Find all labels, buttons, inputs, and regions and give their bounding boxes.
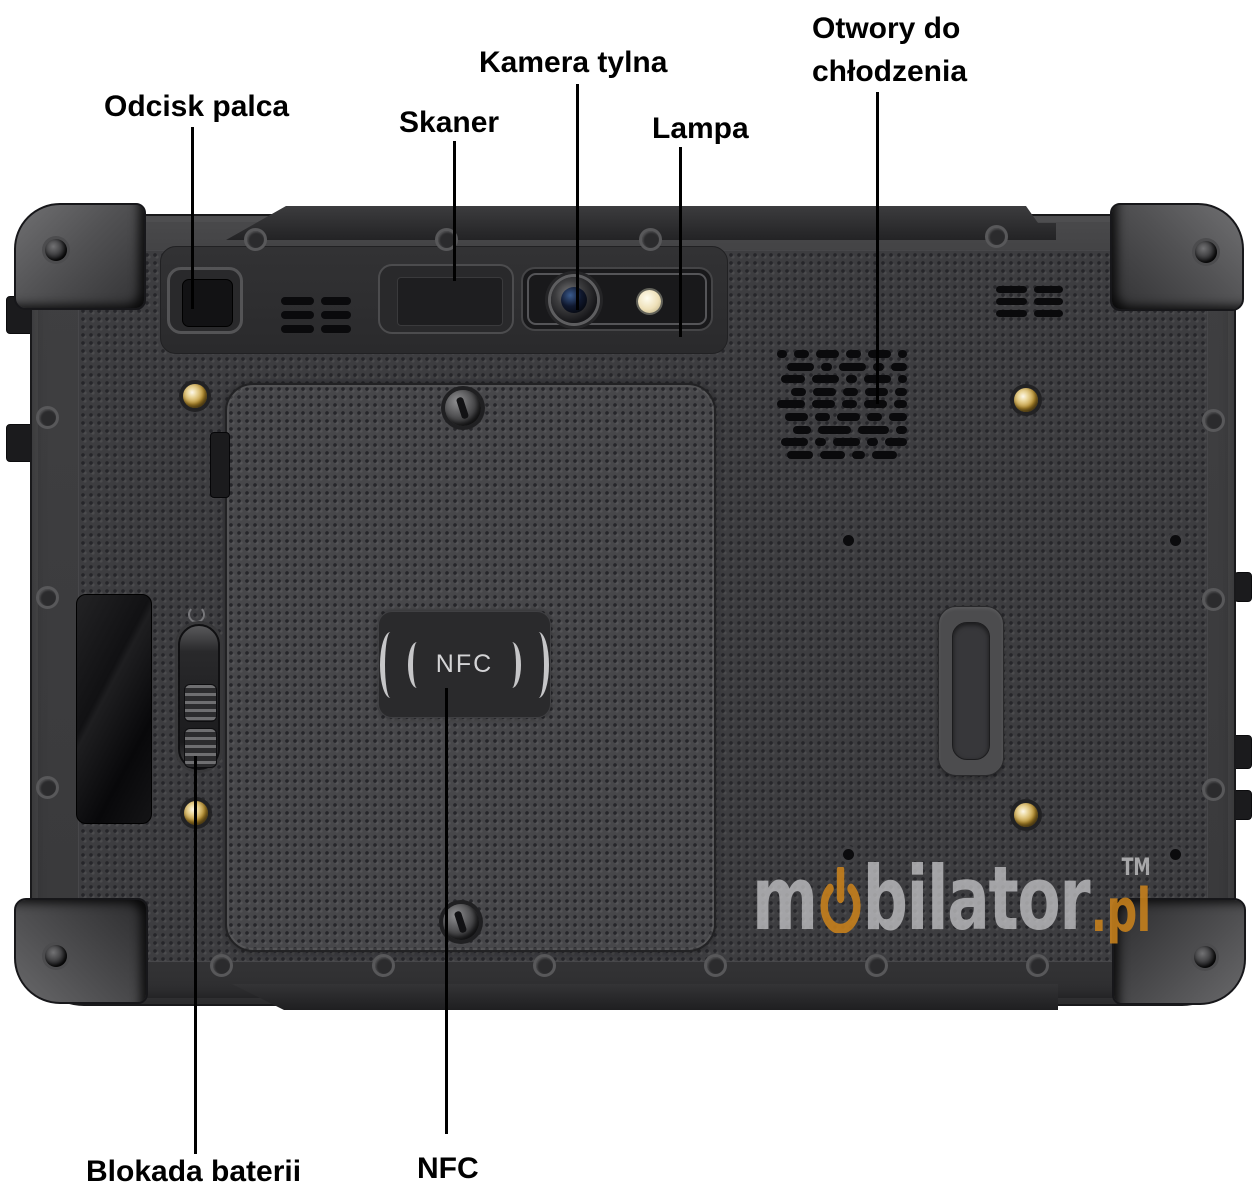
logo-tld: .pl xyxy=(1090,876,1152,946)
power-icon xyxy=(820,867,861,933)
battery-lock-slider-knob xyxy=(184,728,217,768)
bumper-screw xyxy=(1194,946,1216,968)
label-scanner: Skaner xyxy=(399,106,500,139)
logo-tm: TM xyxy=(1121,853,1151,881)
edge-screw xyxy=(36,406,59,429)
rear-camera-module xyxy=(521,267,713,331)
cover-screw-top xyxy=(445,390,481,426)
speaker-grille-left xyxy=(281,297,351,333)
leader-lamp xyxy=(679,147,682,337)
leader-battery-lock xyxy=(194,756,197,1154)
camera-lens xyxy=(551,277,597,323)
nfc-zone-label: NFC xyxy=(435,650,494,678)
speaker-grille-right xyxy=(996,286,1063,317)
bumper-screw xyxy=(45,239,67,261)
camera-flash-lamp xyxy=(638,290,661,313)
nfc-wave-icon xyxy=(503,641,522,688)
leader-fingerprint xyxy=(191,127,194,309)
glossy-window xyxy=(76,594,152,824)
edge-screw xyxy=(435,228,458,251)
edge-screw xyxy=(36,586,59,609)
leader-rear-camera xyxy=(576,84,579,310)
label-cooling: Otwory do chłodzenia xyxy=(812,12,968,88)
tablet-bottom-edge xyxy=(232,984,1058,1010)
edge-screw xyxy=(210,954,233,977)
corner-bumper-top-left xyxy=(14,203,146,310)
nfc-zone: NFC xyxy=(378,611,551,718)
small-screw xyxy=(843,849,854,860)
logo-text-m: m xyxy=(752,847,818,950)
leader-nfc xyxy=(445,688,448,1134)
cooling-vent-grid xyxy=(777,349,907,463)
leader-cooling xyxy=(876,92,879,404)
bumper-screw xyxy=(1195,241,1217,263)
edge-screw xyxy=(1026,954,1049,977)
edge-screw xyxy=(865,954,888,977)
nfc-wave-icon xyxy=(528,631,550,698)
cover-screw-bottom xyxy=(443,904,479,940)
edge-screw xyxy=(36,776,59,799)
edge-screw xyxy=(533,954,556,977)
gold-screw xyxy=(1014,388,1038,412)
label-battery-lock: Blokada baterii xyxy=(86,1155,302,1188)
edge-screw xyxy=(704,954,727,977)
edge-screw xyxy=(1202,778,1225,801)
edge-screw xyxy=(985,225,1008,248)
label-nfc: NFC xyxy=(417,1152,479,1185)
leader-scanner xyxy=(453,141,456,281)
battery-cover-latch xyxy=(210,432,230,498)
corner-bumper-top-right xyxy=(1110,203,1244,311)
mobilator-logo: m bilator TM .pl xyxy=(752,855,1151,943)
unlock-icon xyxy=(188,606,205,623)
fingerprint-sensor-window xyxy=(182,279,233,327)
accessory-slot-recess xyxy=(952,622,990,760)
label-lamp: Lampa xyxy=(652,112,749,145)
nfc-wave-icon xyxy=(407,641,426,688)
barcode-scanner-window xyxy=(397,277,503,326)
right-edge-button xyxy=(1234,572,1252,602)
gold-screw xyxy=(1014,803,1038,827)
corner-bumper-bottom-left xyxy=(14,898,148,1004)
battery-lock-slider-knob xyxy=(184,684,217,722)
small-screw xyxy=(1170,535,1181,546)
label-fingerprint: Odcisk palca xyxy=(104,90,290,123)
small-screw xyxy=(843,535,854,546)
label-rear-camera: Kamera tylna xyxy=(479,46,668,79)
edge-screw xyxy=(639,228,662,251)
edge-screw xyxy=(244,228,267,251)
small-screw xyxy=(1170,849,1181,860)
gold-screw xyxy=(183,384,207,408)
edge-screw xyxy=(1202,409,1225,432)
bumper-screw xyxy=(45,945,67,967)
nfc-wave-icon xyxy=(379,631,401,698)
edge-screw xyxy=(1202,588,1225,611)
corner-bumper-bottom-right xyxy=(1112,898,1246,1005)
logo-text-bilator: bilator xyxy=(862,847,1091,950)
edge-screw xyxy=(372,954,395,977)
